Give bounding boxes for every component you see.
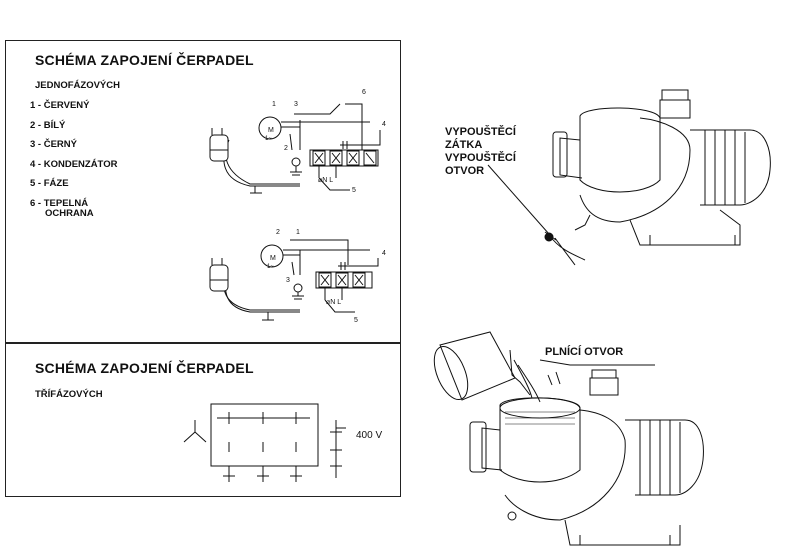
motor-label: M: [268, 127, 274, 134]
single-phase-panel: [5, 40, 401, 343]
single-phase-subtitle: JEDNOFÁZOVÝCH: [35, 80, 120, 91]
voltage-label: 400 V: [356, 430, 383, 441]
wire-legend: 1 - ČERVENÝ 2 - BÍLÝ 3 - ČERNÝ 4 - KONDE…: [30, 96, 117, 220]
terminal-3-label: 3: [294, 101, 298, 108]
terminals-label: ⌀N L: [326, 299, 341, 306]
three-phase-title: SCHÉMA ZAPOJENÍ ČERPADEL: [35, 360, 254, 376]
legend-item: 2 - BÍLÝ: [30, 119, 66, 131]
wiring-diagram-2: [209, 239, 379, 321]
terminal-6-label: 6: [362, 89, 366, 96]
legend-item: 4 - KONDENZÁTOR: [30, 158, 118, 170]
terminal-1-label: 1: [272, 101, 276, 108]
motor-symbol: [258, 116, 282, 140]
wiring-diagram-1: [209, 103, 381, 194]
terminal-4-label: 4: [382, 121, 386, 128]
terminal-1-label: 1: [296, 229, 300, 236]
three-phase-panel: [5, 343, 401, 497]
single-phase-title: SCHÉMA ZAPOJENÍ ČERPADEL: [35, 52, 254, 68]
pump-illustration-drain: [487, 89, 771, 266]
three-phase-diagram: [183, 403, 346, 482]
pump-illustration-fill: [433, 331, 704, 546]
terminal-5-label: 5: [354, 317, 358, 324]
terminal-4-label: 4: [382, 250, 386, 257]
terminal-2-label: 2: [276, 229, 280, 236]
terminal-2-label: 2: [284, 145, 288, 152]
fill-opening-callout: PLNÍCÍ OTVOR: [545, 346, 624, 358]
motor-label: M: [270, 255, 276, 262]
motor-sub-label: 1~: [265, 136, 272, 142]
legend-item: 3 - ČERNÝ: [30, 139, 77, 150]
motor-sub-label: 1~: [267, 264, 274, 270]
star-symbol: [183, 420, 207, 443]
terminals-label: ⌀N L: [318, 177, 333, 184]
terminal-3-label: 3: [286, 277, 290, 284]
drain-plug-callout: VYPOUŠTĚCÍ ZÁTKA VYPOUŠTĚCÍ OTVOR: [445, 126, 516, 177]
legend-item: 5 - FÁZE: [30, 178, 69, 189]
terminal-5-label: 5: [352, 187, 356, 194]
three-phase-subtitle: TŘÍFÁZOVÝCH: [35, 389, 103, 400]
legend-item: 1 - ČERVENÝ: [30, 100, 90, 111]
